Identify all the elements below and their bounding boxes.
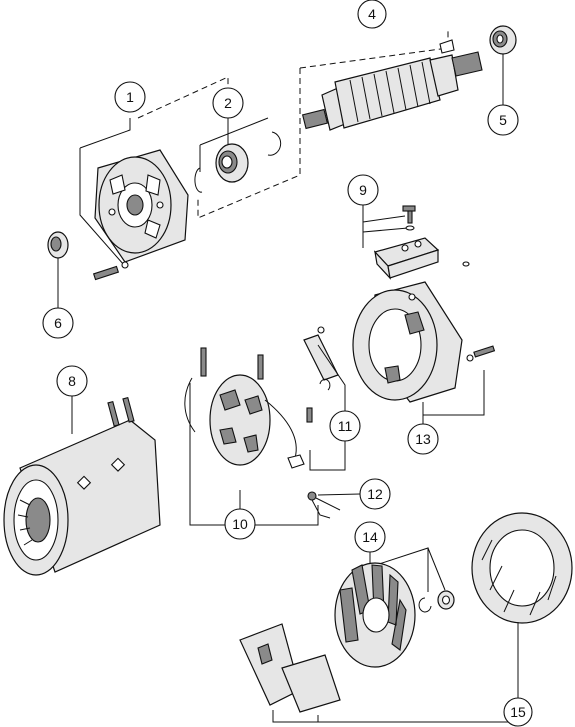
- callout-12: 12: [359, 478, 391, 510]
- brush-pads: [239, 623, 341, 713]
- callout-1: 1: [114, 81, 146, 113]
- callout-label: 2: [224, 95, 232, 111]
- armature: [197, 30, 483, 219]
- callout-6: 6: [42, 307, 74, 339]
- callout-label: 1: [126, 89, 134, 105]
- callout-8: 8: [56, 365, 88, 397]
- callout-4: 4: [357, 0, 387, 29]
- callout-9: 9: [347, 174, 379, 206]
- terminal-block: [362, 205, 470, 280]
- callout-label: 5: [499, 112, 507, 128]
- spring-clip: [303, 326, 346, 471]
- callout-10: 10: [224, 508, 256, 540]
- callout-label: 6: [54, 315, 62, 331]
- seal-6: [47, 231, 69, 308]
- callout-label: 4: [368, 6, 376, 22]
- callout-label: 13: [415, 431, 431, 447]
- callout-label: 10: [232, 516, 248, 532]
- end-shield-screw: [92, 261, 129, 281]
- callout-label: 12: [367, 486, 383, 502]
- brush-holder: [184, 347, 319, 526]
- callout-label: 11: [338, 418, 353, 434]
- callout-2: 2: [212, 87, 244, 119]
- callout-label: 9: [359, 182, 367, 198]
- callout-13: 13: [407, 423, 439, 455]
- callout-15: 15: [503, 697, 533, 727]
- callout-11: 11: [329, 410, 361, 442]
- housing: [352, 281, 496, 424]
- end-shield: [79, 76, 229, 266]
- diode: [307, 491, 361, 519]
- callout-label: 8: [68, 373, 76, 389]
- bearing-5: [489, 25, 517, 105]
- bearing-2: [194, 117, 282, 193]
- stator: [3, 396, 161, 576]
- callout-label: 15: [510, 704, 526, 720]
- callout-5: 5: [487, 104, 519, 136]
- fan: [334, 547, 455, 668]
- callout-14: 14: [354, 521, 386, 553]
- fan-guard: [272, 512, 573, 723]
- callout-label: 14: [362, 529, 378, 545]
